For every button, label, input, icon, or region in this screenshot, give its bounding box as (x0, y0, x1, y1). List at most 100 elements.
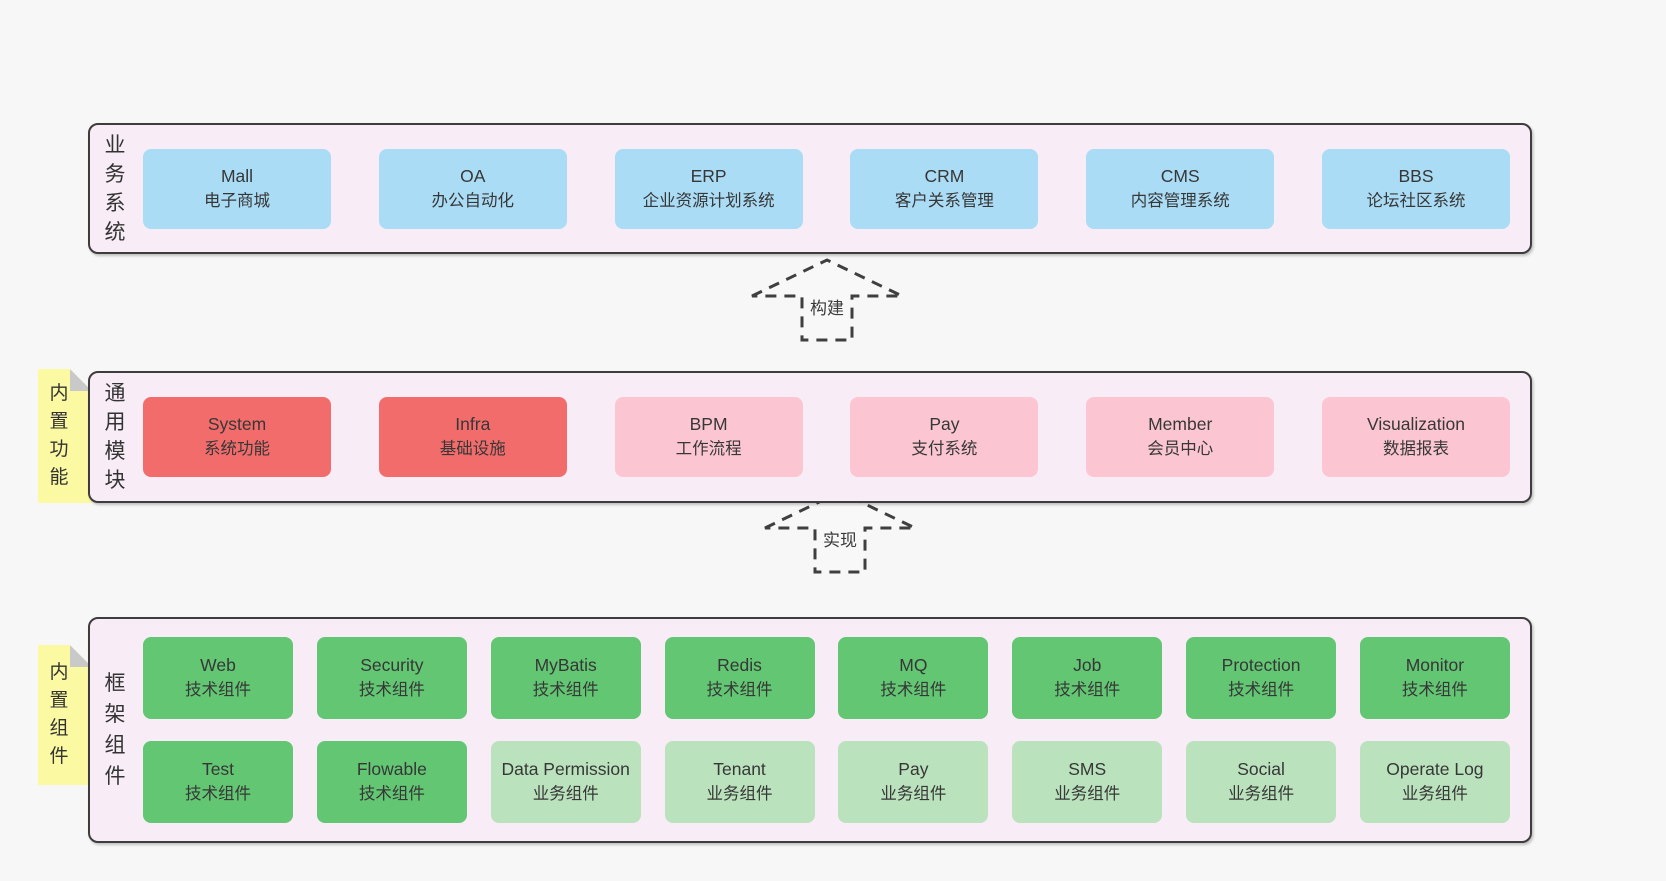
component-name: Pay (898, 759, 929, 779)
component-name: CRM (924, 165, 965, 186)
component-box: Operate Log 业务组件 (1359, 741, 1510, 823)
component-name: Data Permission (501, 759, 630, 779)
sticky-note-builtin-components: 内置组件 (38, 645, 92, 785)
component-name: Operate Log (1386, 759, 1484, 779)
component-name: System (207, 414, 267, 434)
component-name: MyBatis (534, 655, 597, 675)
component-box: SMS 业务组件 (1012, 741, 1163, 823)
component-desc: 支付系统 (911, 440, 978, 458)
component-name: Monitor (1405, 655, 1465, 675)
component-desc: 技术组件 (532, 681, 599, 699)
component-name: Pay (929, 414, 960, 434)
panel-title-common: 通用模块 (104, 382, 126, 492)
component-desc: 客户关系管理 (894, 191, 994, 210)
component-name: MQ (899, 655, 928, 675)
component-name: Visualization (1367, 414, 1465, 434)
component-box: Social 业务组件 (1186, 741, 1337, 823)
component-name: OA (460, 165, 486, 186)
component-name: Infra (455, 414, 491, 434)
component-desc: 业务组件 (880, 785, 947, 803)
panel-title-business: 业务系统 (104, 133, 126, 244)
component-name: BBS (1398, 165, 1434, 186)
component-box: Infra 基础设施 (378, 397, 567, 477)
component-desc: 业务组件 (706, 785, 773, 803)
component-desc: 技术组件 (358, 785, 425, 803)
component-desc: 论坛社区系统 (1366, 191, 1466, 210)
component-desc: 数据报表 (1382, 440, 1449, 458)
component-box: Job 技术组件 (1012, 637, 1163, 719)
sticky-note-builtin-features: 内置功能 (38, 369, 92, 503)
component-desc: 技术组件 (706, 681, 773, 699)
component-desc: 技术组件 (1054, 681, 1121, 699)
component-desc: 电子商城 (204, 191, 270, 210)
component-name: Flowable (356, 759, 427, 779)
component-box: Flowable 技术组件 (316, 741, 467, 823)
component-desc: 业务组件 (1401, 785, 1468, 803)
component-name: BPM (689, 414, 728, 434)
component-name: Web (200, 655, 236, 675)
component-name: Job (1073, 655, 1102, 675)
component-box: Test 技术组件 (143, 741, 293, 823)
sticky-note-label: 内置组件 (49, 662, 69, 767)
component-name: Tenant (713, 759, 766, 779)
panel-title-framework: 框架组件 (104, 672, 126, 788)
arrow-label-build: 构建 (806, 294, 848, 319)
component-box: System 系统功能 (143, 397, 331, 477)
component-desc: 企业资源计划系统 (642, 191, 775, 210)
component-name: Redis (717, 655, 762, 675)
build-arrow: 构建 (744, 255, 910, 345)
component-name: Protection (1221, 655, 1301, 675)
component-box: Pay 业务组件 (838, 741, 989, 823)
component-desc: 技术组件 (1401, 681, 1468, 699)
component-desc: 会员中心 (1147, 440, 1214, 458)
component-desc: 系统功能 (204, 440, 270, 458)
component-desc: 内容管理系统 (1130, 191, 1230, 210)
component-desc: 办公自动化 (431, 191, 515, 210)
component-desc: 技术组件 (1228, 681, 1295, 699)
component-desc: 技术组件 (185, 785, 251, 803)
component-desc: 业务组件 (532, 785, 599, 803)
component-box: Redis 技术组件 (664, 637, 815, 719)
component-name: Social (1237, 759, 1285, 779)
component-name: CMS (1160, 165, 1200, 186)
component-box: BPM 工作流程 (614, 397, 803, 477)
component-box: Data Permission 业务组件 (490, 741, 641, 823)
component-desc: 技术组件 (880, 681, 947, 699)
sticky-note-label: 内置功能 (49, 383, 69, 488)
component-box: Security 技术组件 (316, 637, 467, 719)
component-desc: 技术组件 (185, 681, 251, 699)
component-box: Visualization 数据报表 (1321, 397, 1510, 477)
component-desc: 技术组件 (358, 681, 425, 699)
component-box: MyBatis 技术组件 (490, 637, 641, 719)
component-box: BBS 论坛社区系统 (1321, 148, 1510, 229)
component-box: MQ 技术组件 (838, 637, 989, 719)
common-modules-panel: 通用模块 System 系统功能 Infra 基础设施 BPM 工作流程 Pay 支付系统 Me… (88, 371, 1532, 503)
component-name: Test (201, 759, 235, 779)
component-box: Tenant 业务组件 (664, 741, 815, 823)
component-desc: 基础设施 (439, 440, 506, 458)
component-box: Pay 支付系统 (850, 397, 1039, 477)
component-box: OA 办公自动化 (378, 148, 567, 229)
component-box: Protection 技术组件 (1186, 637, 1337, 719)
component-box: CRM 客户关系管理 (850, 148, 1039, 229)
component-desc: 业务组件 (1054, 785, 1121, 803)
component-box: Monitor 技术组件 (1359, 637, 1510, 719)
component-name: Security (360, 655, 424, 675)
component-box: CMS 内容管理系统 (1086, 148, 1275, 229)
component-desc: 工作流程 (675, 440, 742, 458)
component-name: SMS (1068, 759, 1107, 779)
component-desc: 业务组件 (1228, 785, 1295, 803)
arrow-label-implement: 实现 (819, 526, 861, 551)
component-name: Mall (220, 165, 254, 186)
